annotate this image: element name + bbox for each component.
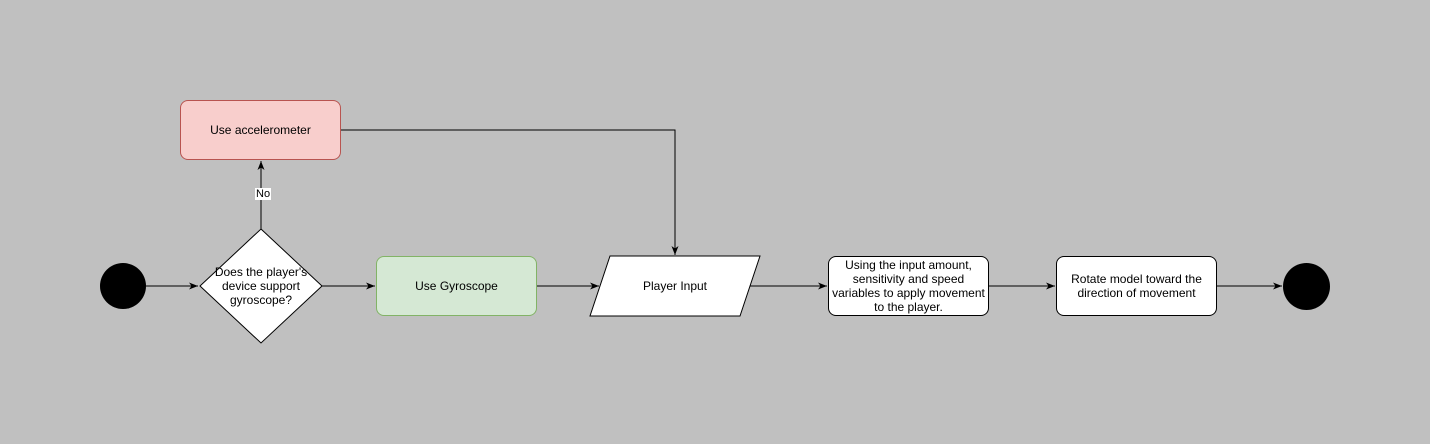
decision-node: Does the player's device support gyrosco…: [205, 259, 317, 313]
edge-label-no: No: [255, 188, 272, 200]
decision-diamond-shape: [199, 228, 323, 344]
apply-movement-label: Using the input amount, sensitivity and …: [832, 258, 985, 314]
player-input-label: Player Input: [642, 279, 708, 293]
end-node: [1283, 263, 1330, 310]
edge-accelerometer-to-player-input: [341, 129, 679, 255]
gyroscope-label: Use Gyroscope: [415, 279, 498, 293]
accelerometer-node: Use accelerometer: [180, 100, 341, 160]
accelerometer-label: Use accelerometer: [210, 123, 311, 137]
apply-movement-node: Using the input amount, sensitivity and …: [828, 256, 989, 316]
start-node: [100, 263, 146, 309]
rotate-model-label: Rotate model toward the direction of mov…: [1071, 272, 1202, 300]
player-input-parallelogram-shape: [589, 255, 761, 317]
decision-label: Does the player's device support gyrosco…: [214, 265, 308, 307]
player-input-node: Player Input: [600, 256, 750, 316]
gyroscope-node: Use Gyroscope: [376, 256, 537, 316]
rotate-model-node: Rotate model toward the direction of mov…: [1056, 256, 1217, 316]
